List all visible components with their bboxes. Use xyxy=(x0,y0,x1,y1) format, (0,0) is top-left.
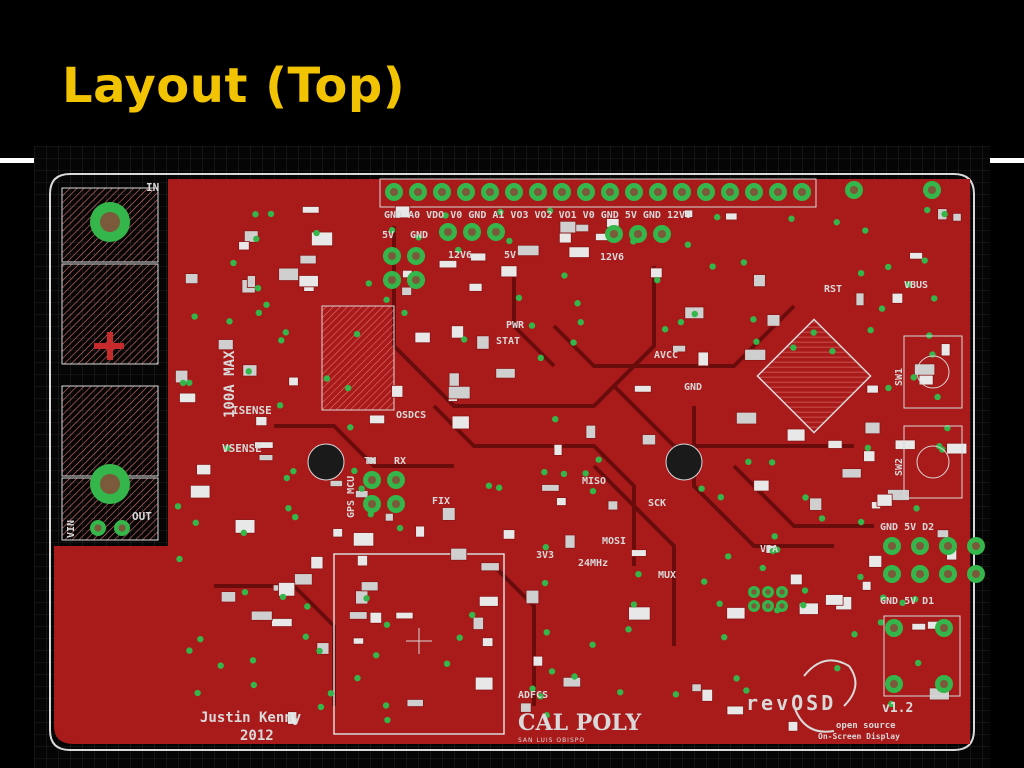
title-rule-left xyxy=(0,158,36,163)
label-max: 100A MAX xyxy=(222,350,238,418)
header-top-labels: GND A0 VDO V0 GND A1 VO3 VO2 VO1 V0 GND … xyxy=(384,210,691,221)
mounting-holes xyxy=(307,443,703,481)
smd-components xyxy=(175,205,968,732)
label-tx: TX xyxy=(364,456,376,467)
microcontroller-chip xyxy=(756,318,872,434)
label-gnd-b: GND xyxy=(684,382,702,393)
header-right-top: GND 5V D2 xyxy=(880,522,934,533)
label-24mhz: 24MHz xyxy=(578,558,608,569)
label-sw2: SW2 xyxy=(894,458,905,476)
top-pin-header xyxy=(379,178,817,208)
label-avcc: AVCC xyxy=(654,350,678,361)
label-mosi: MOSI xyxy=(602,536,626,547)
gps-module-footprint xyxy=(333,553,505,735)
label-sck: SCK xyxy=(648,498,666,509)
label-stat: STAT xyxy=(496,336,520,347)
label-miso: MISO xyxy=(582,476,606,487)
label-gnd-a: GND xyxy=(410,230,428,241)
board-outline xyxy=(49,173,975,751)
slide-title: Layout (Top) xyxy=(62,58,406,114)
pcb-layout-image: IN OUT VIN 100A MAX ISENSE VSENSE GND A0… xyxy=(34,146,990,768)
tagline-2: On-Screen Display xyxy=(818,731,900,741)
label-fix: FIX xyxy=(432,496,450,507)
label-12v6-b: 12V6 xyxy=(448,250,472,261)
label-isense: ISENSE xyxy=(232,404,272,417)
title-rule-right xyxy=(988,158,1024,163)
product-name: revOSD xyxy=(746,691,836,715)
author-name: Justin Kenny xyxy=(200,710,302,726)
svg-text:CAL POLY: CAL POLY xyxy=(518,710,641,736)
label-adfcs: ADFCS xyxy=(518,690,548,701)
revosd-swirl-logo xyxy=(793,659,857,733)
vias xyxy=(174,206,951,724)
osd-chip xyxy=(321,305,395,411)
label-12v6-a: 12V6 xyxy=(600,252,624,263)
tagline-1: open source xyxy=(836,721,896,731)
power-connector xyxy=(61,187,159,541)
label-5v-b: 5V xyxy=(382,230,394,241)
label-vpa: VPA xyxy=(760,544,778,555)
copper-traces xyxy=(214,226,874,706)
label-pwr: PWR xyxy=(506,320,525,331)
svg-text:SAN LUIS OBISPO: SAN LUIS OBISPO xyxy=(518,737,585,744)
label-5v-a: 5V xyxy=(504,250,516,261)
product-version: v1.2 xyxy=(882,701,913,716)
label-vbus: VBUS xyxy=(904,280,928,291)
author-year: 2012 xyxy=(240,728,274,744)
label-3v3: 3V3 xyxy=(536,550,554,561)
through-hole-pins xyxy=(90,181,985,693)
push-buttons xyxy=(883,335,963,697)
copper-pour xyxy=(54,179,970,744)
label-rx: RX xyxy=(394,456,406,467)
label-osdcs: OSDCS xyxy=(396,410,426,421)
label-mux: MUX xyxy=(658,570,676,581)
label-gps-mcu: GPS MCU xyxy=(346,476,357,518)
calpoly-logo: CAL POLY SAN LUIS OBISPO xyxy=(518,710,641,744)
label-rst: RST xyxy=(824,284,842,295)
label-vsense: VSENSE xyxy=(222,442,262,455)
header-right-bottom: GND 5V D1 xyxy=(880,596,934,607)
label-vin: VIN xyxy=(66,520,77,538)
label-out: OUT xyxy=(132,510,152,523)
label-sw1: SW1 xyxy=(894,368,905,386)
label-in: IN xyxy=(146,181,159,194)
